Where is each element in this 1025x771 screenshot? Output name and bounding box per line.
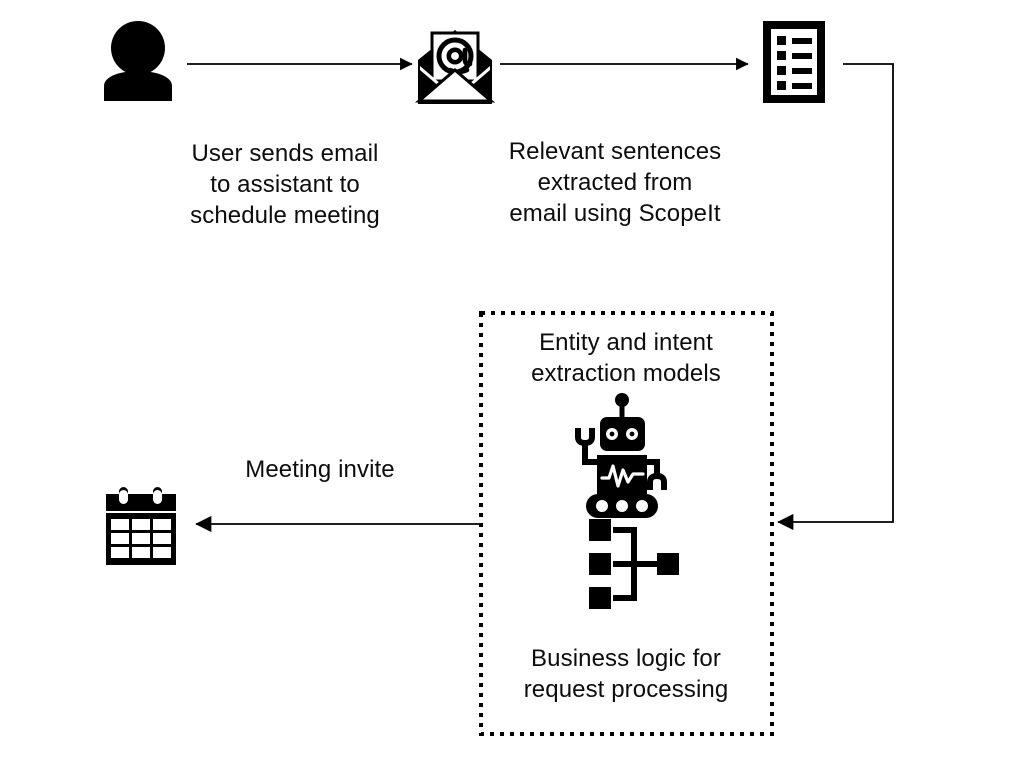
caption-entity-intent-models: Entity and intent extraction models (531, 329, 721, 387)
robot-icon (575, 393, 667, 518)
caption-business-logic: Business logic for request processing (523, 645, 729, 703)
caption-relevant-sentences: Relevant sentences extracted from email … (508, 138, 722, 227)
email-at-icon (414, 30, 496, 104)
caption-meeting-invite: Meeting invite (245, 456, 395, 483)
user-icon (104, 21, 172, 101)
document-list-icon (763, 21, 825, 103)
processing-container (479, 311, 774, 736)
hierarchy-icon (589, 519, 679, 609)
calendar-icon (106, 487, 176, 565)
caption-user-sends-email: User sends email to assistant to schedul… (190, 140, 380, 229)
connector-list-to-container (777, 63, 894, 531)
